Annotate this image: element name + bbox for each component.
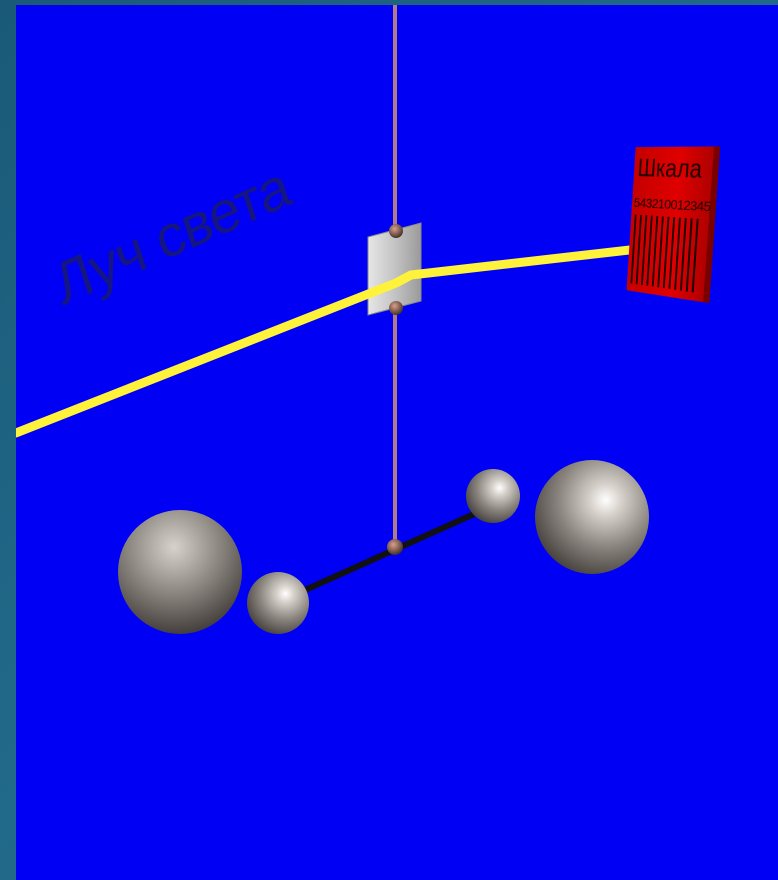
large-sphere-right	[535, 460, 649, 574]
small-sphere-right	[466, 469, 520, 523]
scale-ticks	[630, 214, 703, 294]
large-sphere-left	[118, 510, 242, 634]
mirror-bottom-bead	[389, 301, 403, 315]
small-sphere-left	[247, 572, 309, 634]
light-beam	[16, 244, 643, 438]
apparatus-drawing	[16, 5, 649, 634]
scale-board: Шкала 543210012345	[626, 146, 721, 304]
torsion-balance-scene: Луч света Шкала 543210012345	[16, 5, 778, 880]
rod-center-bead	[387, 539, 403, 555]
scale-digits: 543210012345	[633, 195, 712, 215]
scale-title: Шкала	[636, 152, 704, 184]
mirror-top-bead	[389, 224, 403, 238]
